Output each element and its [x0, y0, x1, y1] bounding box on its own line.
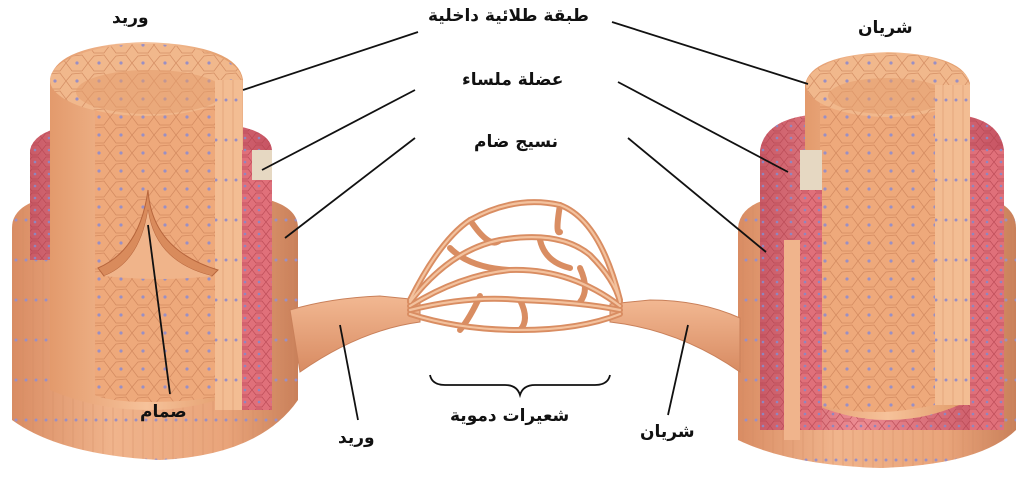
leader-muscle-right [618, 82, 788, 172]
vein-cutaway [12, 42, 298, 460]
artery-cutaway [738, 52, 1016, 468]
leader-inner-left [243, 32, 418, 90]
connective-tissue-label: نسيج ضام [474, 134, 558, 151]
leader-connective-right [628, 138, 766, 252]
artery-bottom-label: شريان [640, 424, 695, 441]
smooth-muscle-label: عضلة ملساء [462, 72, 563, 89]
leader-connective-left [285, 138, 415, 238]
vein-bottom-label: وريد [338, 430, 375, 447]
inner-layer-label: طبقة طلائية داخلية [428, 8, 589, 25]
small-vein [290, 296, 420, 372]
artery-title-label: شريان [858, 20, 913, 37]
capillary-network [290, 202, 740, 372]
leader-inner-right [612, 22, 808, 84]
leader-muscle-left [262, 90, 415, 170]
valve-label: صمام [140, 404, 187, 421]
vein-title-label: وريد [112, 10, 149, 27]
small-artery [610, 300, 740, 372]
capillaries-label: شعيرات دموية [450, 408, 569, 425]
capillary-bracket [430, 375, 610, 395]
